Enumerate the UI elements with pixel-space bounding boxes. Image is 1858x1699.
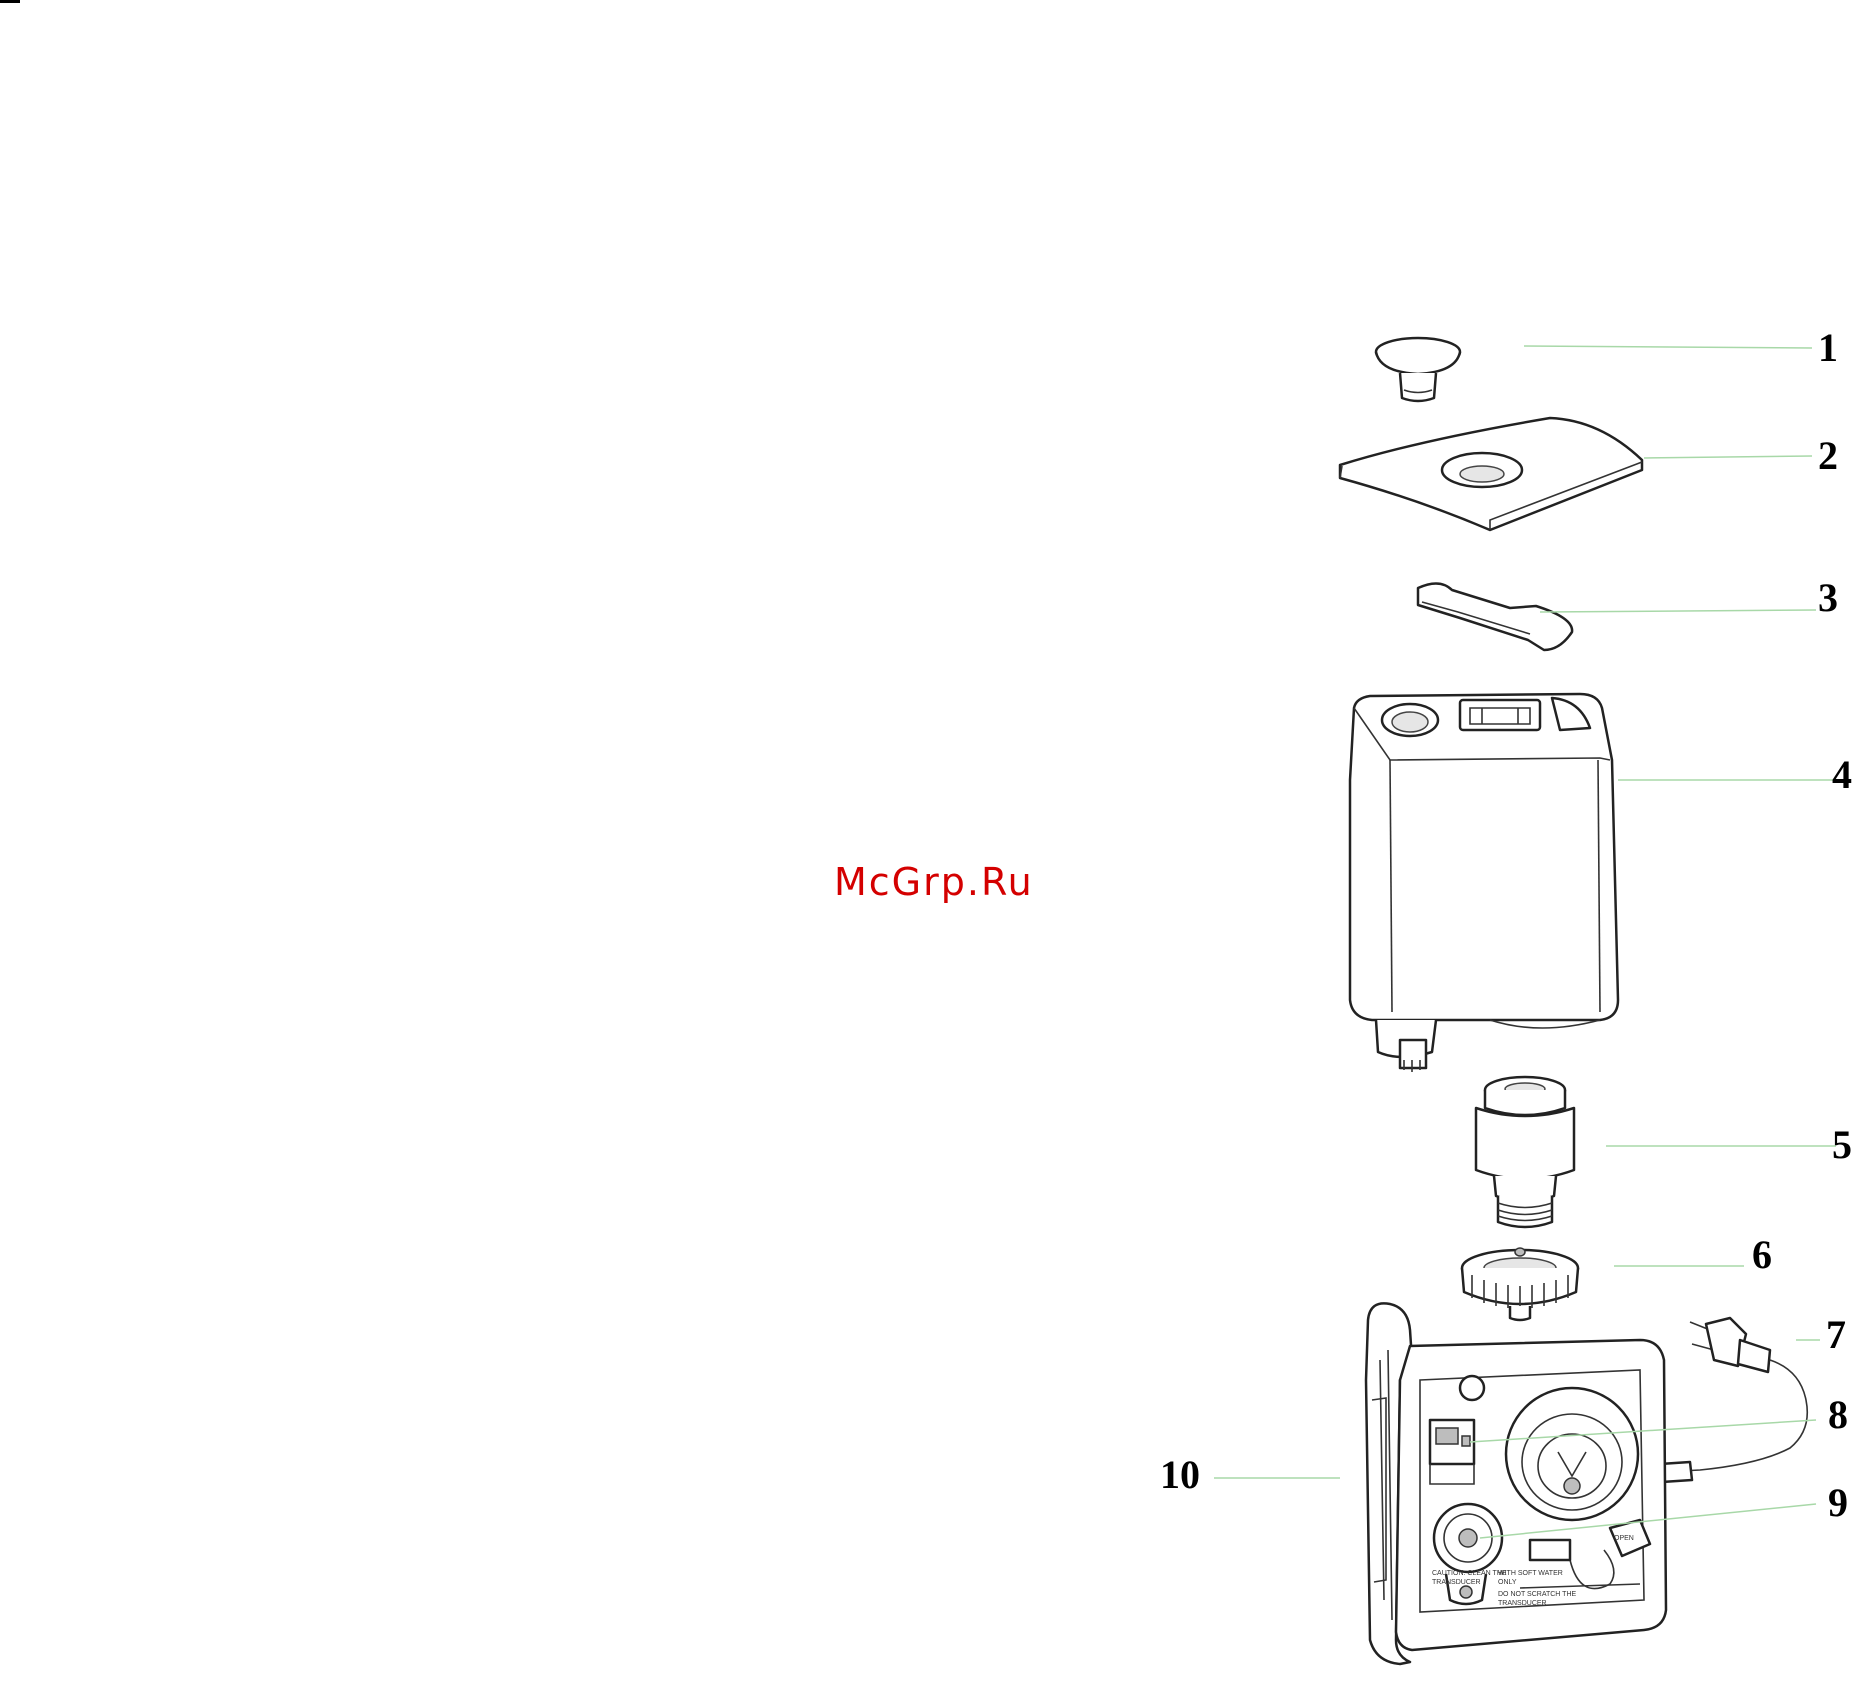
callout-6: 6 xyxy=(1752,1232,1772,1277)
part-5-filter xyxy=(1476,1077,1574,1227)
callout-10: 10 xyxy=(1160,1452,1200,1497)
callout-8: 8 xyxy=(1828,1392,1848,1437)
leader-3 xyxy=(1540,610,1816,612)
caution-line-3: WITH SOFT WATER xyxy=(1498,1570,1563,1577)
caution-line-5: DO NOT SCRATCH THE xyxy=(1498,1591,1577,1598)
caution-line-1: CAUTION: CLEAN THE xyxy=(1432,1570,1507,1577)
part-4-tank xyxy=(1350,694,1618,1072)
part-6-ring xyxy=(1462,1248,1578,1320)
callout-9: 9 xyxy=(1828,1480,1848,1525)
caution-line-6: TRANSDUCER xyxy=(1498,1600,1547,1607)
leader-1 xyxy=(1524,346,1812,348)
base-unit: CAUTION: CLEAN THE TRANSDUCER WITH SOFT … xyxy=(1366,1303,1666,1664)
callout-1: 1 xyxy=(1818,325,1838,370)
callout-4: 4 xyxy=(1832,752,1852,797)
part-7-plug xyxy=(1660,1318,1807,1482)
callout-7: 7 xyxy=(1826,1312,1846,1357)
arrow-label: OPEN xyxy=(1614,1535,1634,1542)
callout-2: 2 xyxy=(1818,433,1838,478)
callout-3: 3 xyxy=(1818,575,1838,620)
caution-line-4: ONLY xyxy=(1498,1579,1517,1586)
leader-2 xyxy=(1644,456,1812,458)
part-3-holder xyxy=(1418,583,1572,650)
caution-line-2: TRANSDUCER xyxy=(1432,1579,1481,1586)
part-1-cap xyxy=(1376,338,1460,401)
callout-5: 5 xyxy=(1832,1122,1852,1167)
watermark: McGrp.Ru xyxy=(834,860,1034,904)
part-2-lid xyxy=(1340,418,1642,530)
